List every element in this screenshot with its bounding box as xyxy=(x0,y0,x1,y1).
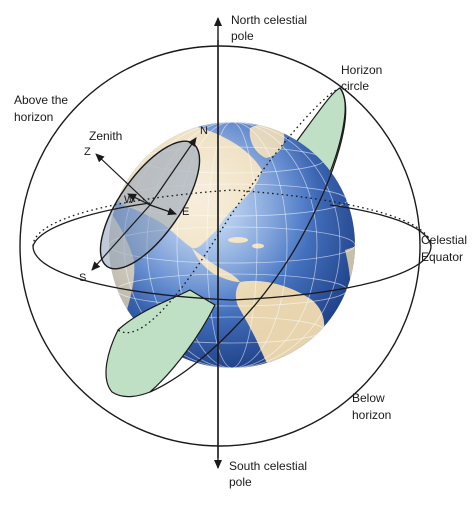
celestial-equator-label-line2: Equator xyxy=(421,250,463,264)
celestial-sphere-outline xyxy=(19,45,421,447)
below-horizon-label-line2: horizon xyxy=(352,408,391,422)
celestial-equator xyxy=(32,189,432,301)
horizon-circle-label-line2: circle xyxy=(341,79,369,93)
north-pole-label-line2: pole xyxy=(231,29,254,43)
zenith-axis xyxy=(95,153,151,206)
direction-w: W xyxy=(124,194,135,206)
east-axis xyxy=(149,204,177,216)
south-axis xyxy=(91,204,151,271)
celestial-equator-label-line1: Celestial xyxy=(421,233,467,247)
above-horizon-label-line2: horizon xyxy=(14,110,53,124)
north-pole-label-line1: North celestial xyxy=(231,13,307,27)
direction-s: S xyxy=(79,272,86,284)
west-axis xyxy=(127,193,151,206)
direction-e: E xyxy=(182,206,189,218)
direction-z: Z xyxy=(84,146,91,158)
horizon-circle-label-line1: Horizon xyxy=(341,63,382,77)
direction-n: N xyxy=(200,125,208,137)
horizon-plane-front xyxy=(105,289,216,398)
observer-axes xyxy=(91,137,197,271)
above-horizon-label-line1: Above the xyxy=(14,93,68,107)
zenith-label: Zenith xyxy=(89,129,122,143)
south-pole-label-line1: South celestial xyxy=(229,459,307,473)
south-pole-label-line2: pole xyxy=(229,475,252,489)
north-axis xyxy=(149,137,197,206)
below-horizon-label-line1: Below xyxy=(352,391,385,405)
